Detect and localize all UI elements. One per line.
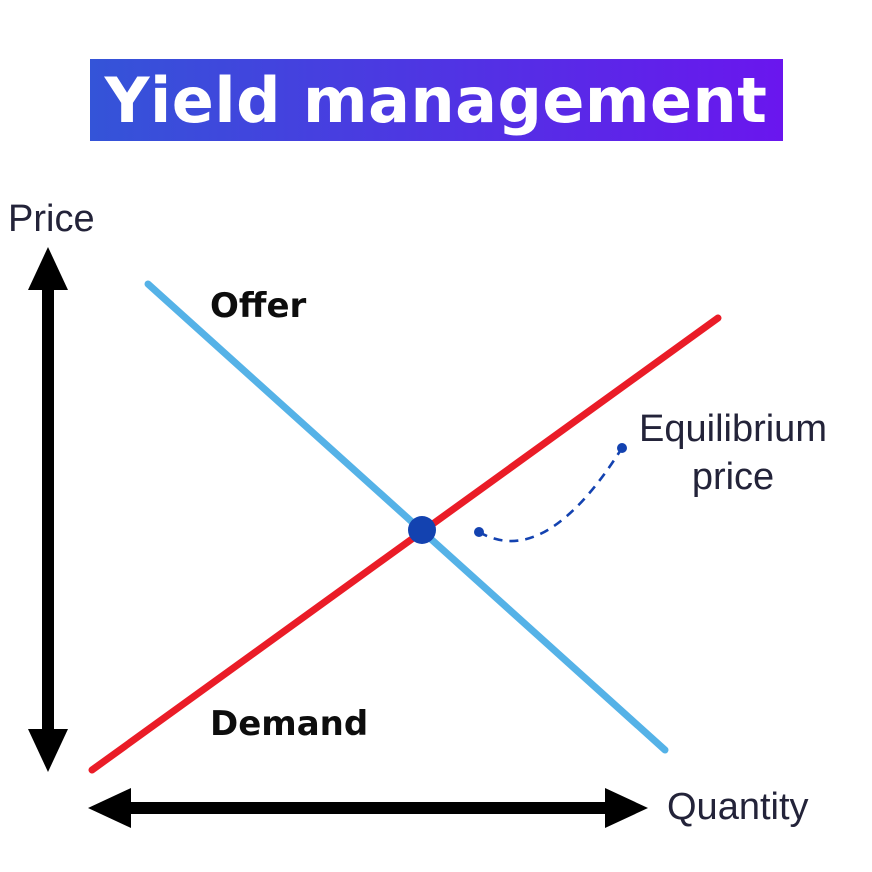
equilibrium-point bbox=[408, 516, 436, 544]
x-axis-arrow bbox=[88, 788, 648, 828]
price-label: Price bbox=[8, 198, 95, 240]
title-banner bbox=[90, 59, 783, 141]
demand-line bbox=[88, 314, 722, 774]
x-axis-arrowhead-right bbox=[605, 788, 648, 828]
demand-label: Demand bbox=[210, 704, 368, 744]
offer-label: Offer bbox=[210, 286, 307, 326]
equilibrium-callout-curve bbox=[478, 447, 624, 543]
equilibrium-label-line2: price bbox=[692, 456, 774, 498]
page-title: Yield management bbox=[104, 64, 768, 137]
y-axis-arrowhead-top bbox=[28, 247, 68, 290]
x-axis-arrowhead-left bbox=[88, 788, 131, 828]
y-axis-arrowhead-bottom bbox=[28, 729, 68, 772]
quantity-label: Quantity bbox=[667, 786, 809, 828]
offer-line bbox=[144, 280, 669, 754]
callout-dot-end bbox=[617, 443, 627, 453]
equilibrium-label-line1: Equilibrium bbox=[639, 408, 827, 450]
callout-dot-start bbox=[474, 527, 484, 537]
y-axis-arrow bbox=[28, 247, 68, 772]
